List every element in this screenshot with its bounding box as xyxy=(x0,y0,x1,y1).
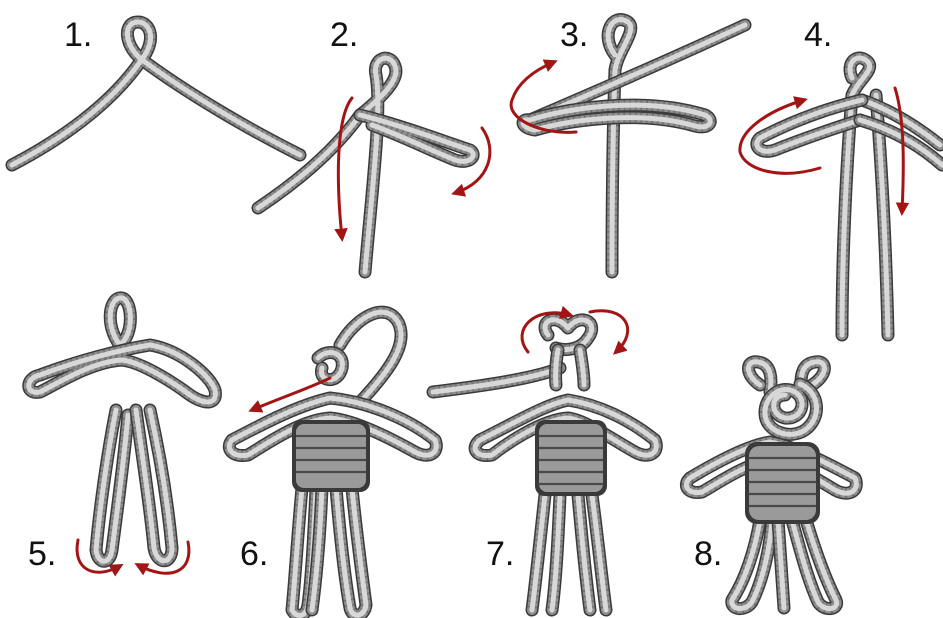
step-4-panel: 4. xyxy=(740,16,942,335)
step-3-label: 3. xyxy=(560,16,588,54)
step-1-label: 1. xyxy=(64,16,92,54)
step-5-rope xyxy=(29,298,216,561)
step-1-rope xyxy=(12,22,300,165)
step-7-body-wrap xyxy=(535,420,607,496)
step-7-panel: 7. xyxy=(433,311,656,610)
rope-strand xyxy=(258,58,396,272)
step-7-label: 7. xyxy=(486,535,514,573)
step-2-panel: 2. xyxy=(258,16,490,272)
step-3-panel: 3. xyxy=(511,16,745,272)
step-4-rope xyxy=(757,58,942,335)
rope-strand xyxy=(556,350,558,385)
step-2-rope xyxy=(258,58,473,272)
step-8-panel: 8. xyxy=(686,362,856,609)
step-4-label: 4. xyxy=(804,16,832,54)
step-8-body-wrap xyxy=(745,442,820,524)
step-6-panel: 6. xyxy=(229,312,436,615)
step-1-panel: 1. xyxy=(12,16,300,165)
step-6-label: 6. xyxy=(240,535,268,573)
step-5-label: 5. xyxy=(28,535,56,573)
step-8-label: 8. xyxy=(694,535,722,573)
step-4-arrow-down xyxy=(895,88,903,212)
step-2-label: 2. xyxy=(330,16,358,54)
step-3-rope xyxy=(523,20,745,272)
step-5-panel: 5. xyxy=(28,298,215,573)
step-6-body-wrap xyxy=(292,420,370,492)
